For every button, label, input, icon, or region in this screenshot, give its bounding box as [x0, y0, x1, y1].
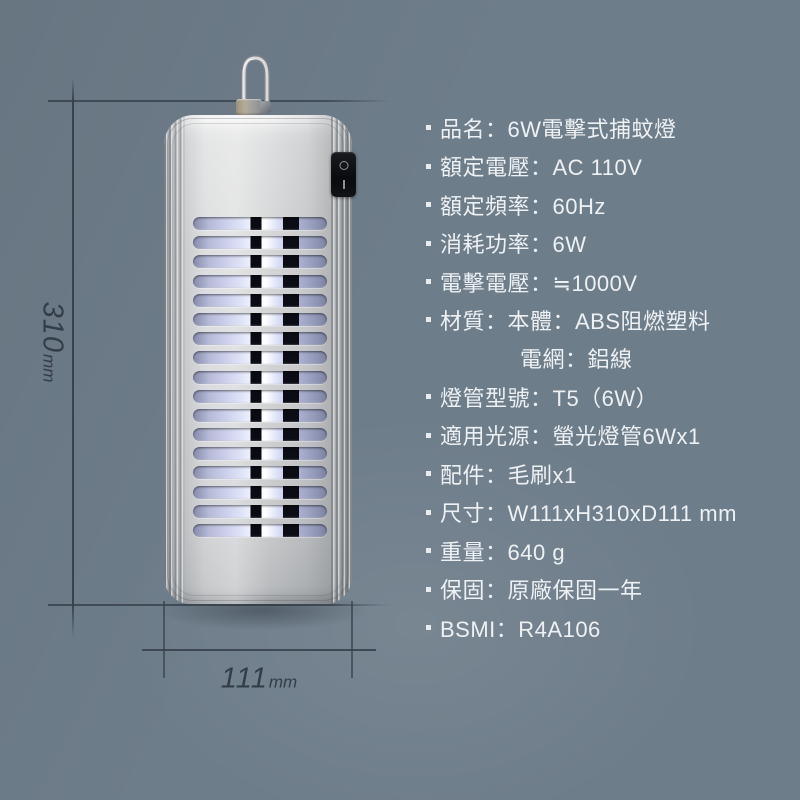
switch-off-mark-icon — [339, 161, 348, 170]
spec-row: 額定頻率：60Hz — [426, 185, 737, 223]
width-value: 111 — [220, 662, 268, 695]
spec-row: 配件：毛刷x1 — [426, 455, 737, 493]
hook-mount-block — [236, 99, 262, 116]
bullet-icon — [426, 471, 431, 477]
grille-slot — [193, 504, 327, 518]
dimension-line-height — [72, 78, 74, 638]
spec-text: 消耗功率：6W — [440, 232, 587, 258]
spec-row: 材質：本體：ABS阻燃塑料 — [426, 301, 737, 339]
bullet-icon — [426, 279, 431, 285]
body-rib-left — [164, 115, 185, 604]
spec-row: 重量：640 g — [426, 531, 737, 569]
spec-row: BSMI：R4A106 — [426, 608, 737, 646]
spec-row: 適用光源：螢光燈管6Wx1 — [426, 416, 737, 454]
bullet-icon — [426, 432, 431, 438]
spec-text: 配件：毛刷x1 — [440, 462, 577, 488]
bullet-icon — [426, 509, 431, 515]
power-switch — [331, 152, 356, 197]
spec-row: 尺寸：W111xH310xD111 mm — [426, 493, 737, 531]
grille-slot — [193, 428, 327, 442]
body-rib-right — [331, 115, 352, 604]
spec-text: 燈管型號：T5（6W） — [440, 385, 659, 411]
hook-latch-knob — [260, 101, 271, 113]
grille-slot — [193, 389, 327, 403]
grille-slot — [193, 312, 327, 326]
bullet-icon — [426, 240, 431, 246]
grille-slot — [193, 485, 327, 499]
spec-row: 品名：6W電擊式捕蚊燈 — [426, 109, 737, 147]
grille-slot — [193, 370, 327, 384]
grille-slot — [193, 351, 327, 365]
grille-slot — [193, 524, 327, 537]
switch-on-mark-icon — [342, 180, 345, 189]
dimension-tick-left — [163, 601, 165, 678]
grille-slot — [193, 408, 327, 422]
dimension-line-width — [142, 649, 376, 651]
uv-lamp-grille — [193, 217, 327, 537]
grille-slot — [193, 255, 327, 269]
bullet-icon — [426, 317, 431, 323]
dimension-guide-top — [48, 100, 390, 102]
grille-slot — [193, 466, 327, 480]
bullet-icon — [426, 625, 431, 631]
spec-text: BSMI：R4A106 — [440, 616, 601, 642]
grille-slot — [193, 217, 327, 230]
bullet-icon — [426, 125, 431, 131]
bullet-icon — [426, 394, 431, 400]
bullet-icon — [426, 548, 431, 554]
spec-text: 保固：原廠保固一年 — [440, 578, 643, 604]
spec-text: 額定電壓：AC 110V — [440, 155, 643, 181]
spec-text: 尺寸：W111xH310xD111 mm — [440, 501, 737, 527]
spec-text: 電網：鋁線 — [520, 347, 633, 373]
spec-row: 額定電壓：AC 110V — [426, 147, 737, 185]
bullet-icon — [426, 202, 431, 208]
grille-slot — [193, 447, 327, 461]
spec-row: 電網：鋁線 — [426, 339, 737, 377]
spec-text: 額定頻率：60Hz — [440, 193, 606, 219]
dimension-tick-right — [351, 601, 353, 678]
spec-row: 電擊電壓：≒1000V — [426, 262, 737, 300]
dimension-guide-bottom — [48, 604, 390, 606]
bullet-icon — [426, 586, 431, 592]
spec-row: 燈管型號：T5（6W） — [426, 378, 737, 416]
spec-row: 保固：原廠保固一年 — [426, 570, 737, 608]
grille-slot — [193, 274, 327, 288]
spec-list: 品名：6W電擊式捕蚊燈額定電壓：AC 110V 額定頻率：60Hz 消耗功率：6W 電… — [426, 109, 737, 647]
spec-text: 電擊電壓：≒1000V — [440, 270, 638, 296]
spec-text: 品名：6W電擊式捕蚊燈 — [440, 116, 677, 142]
spec-row: 消耗功率：6W — [426, 224, 737, 262]
bullet-icon — [426, 163, 431, 169]
hanging-hook-icon — [241, 54, 270, 110]
width-unit: mm — [268, 672, 298, 692]
spec-text: 適用光源：螢光燈管6Wx1 — [440, 424, 701, 450]
spec-text: 材質：本體：ABS阻燃塑料 — [440, 308, 711, 334]
spec-text: 重量：640 g — [440, 539, 566, 565]
grille-slot — [193, 236, 327, 250]
grille-slot — [193, 332, 327, 346]
grille-slot — [193, 293, 327, 307]
height-unit: mm — [39, 354, 59, 383]
height-value: 310 — [36, 301, 69, 354]
